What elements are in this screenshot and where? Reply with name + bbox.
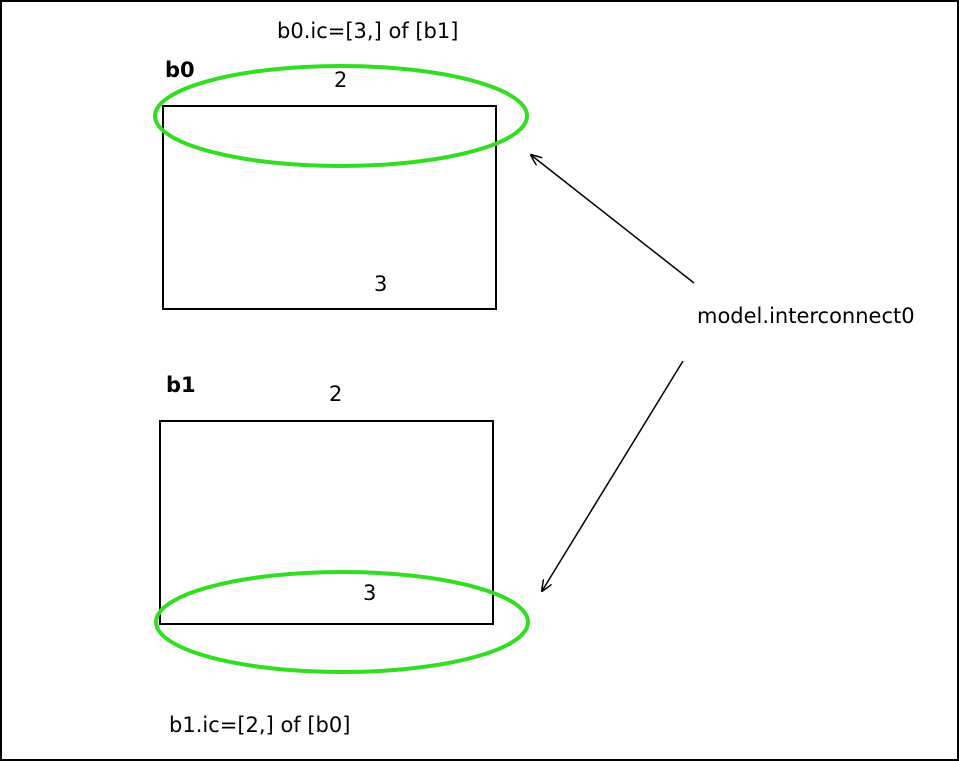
arrow-to-b0-highlight [531, 155, 695, 284]
block-b1-rect [159, 420, 494, 625]
block-b1-top-value: 2 [329, 382, 342, 406]
interconnect-label: model.interconnect0 [697, 304, 915, 328]
block-b0-name: b0 [165, 58, 195, 82]
block-b1-bottom-highlight-ellipse [154, 570, 530, 674]
block-b0-rect [162, 105, 497, 310]
block-b1-name: b1 [166, 373, 196, 397]
block-b1-bottom-value: 3 [363, 581, 376, 605]
block-b0-bottom-value: 3 [374, 272, 387, 296]
b0-ic-caption: b0.ic=[3,] of [b1] [277, 19, 458, 43]
b1-ic-caption: b1.ic=[2,] of [b0] [169, 713, 350, 737]
block-b0-top-value: 2 [334, 68, 347, 92]
arrow-to-b1-highlight [542, 360, 684, 591]
block-b0-top-highlight-ellipse [153, 64, 529, 168]
